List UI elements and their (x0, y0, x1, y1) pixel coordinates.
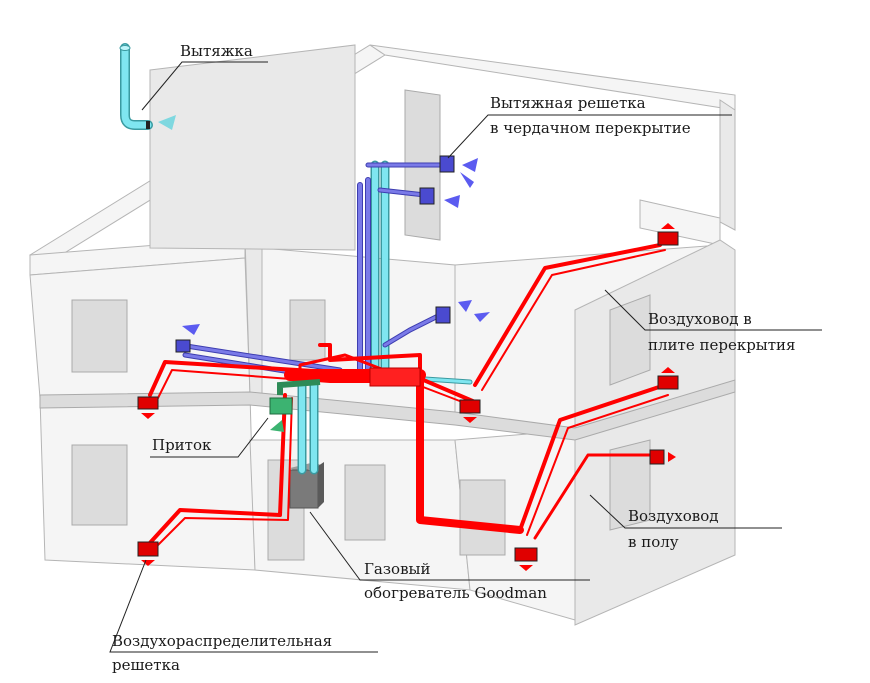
window-lower-left (71, 444, 128, 526)
label-duct-floor-line2: в полу (628, 533, 679, 551)
leader-heater (309, 511, 590, 581)
supply-grille-2 (459, 399, 481, 414)
leader-supply (150, 417, 269, 458)
plenum-box (369, 367, 421, 387)
window-upper-left (71, 299, 128, 373)
supply-grille-5 (649, 449, 665, 465)
exhaust-grille-1 (439, 155, 455, 173)
label-duct-slab-line2: плите перекрытия (648, 336, 796, 354)
exhaust-arrow-3 (444, 195, 460, 208)
exhaust-arrow-1 (462, 158, 478, 172)
upper-left-wall-face (29, 257, 251, 399)
supply-grille-4 (657, 375, 679, 390)
window-lower-mid (344, 464, 386, 541)
exhaust-grille-3 (435, 306, 451, 324)
upper-right-wall (719, 99, 736, 231)
window-lower-right (609, 439, 651, 531)
leader-exhaust (141, 61, 268, 111)
exhaust-grille-4 (175, 339, 191, 353)
leader-exhaust-grille (447, 114, 732, 159)
label-heater-line1: Газовый (364, 560, 430, 578)
upper-right-tower-front (639, 199, 721, 246)
supply-arrows (141, 223, 676, 571)
supply-grille-6 (514, 547, 538, 562)
exhaust-arrows (182, 158, 490, 335)
supply-grille-1 (137, 396, 159, 410)
label-heater-line2: обогреватель Goodman (364, 584, 547, 602)
label-duct-floor-line1: Воздуховод (628, 507, 719, 525)
supply-grilles (137, 231, 679, 562)
window-lower-center (459, 479, 506, 556)
exhaust-grilles (175, 155, 455, 353)
window-upper-mid (289, 299, 326, 361)
exhaust-arrow-5 (474, 312, 490, 322)
supply-grille-7 (137, 541, 159, 557)
fresh-air-pipes (119, 43, 473, 475)
label-exhaust: Вытяжка (180, 42, 253, 60)
leader-lines (109, 61, 822, 653)
exhaust-grille-2 (419, 187, 435, 205)
exhaust-arrow-4 (458, 300, 472, 312)
leader-diffuser (109, 559, 378, 653)
label-supply: Приток (152, 436, 212, 454)
exhaust-arrow-2 (460, 172, 474, 188)
leader-duct-slab (604, 289, 822, 331)
label-exhaust-grille-line2: в чердачном перекрытие (490, 119, 691, 137)
gas-heater (289, 462, 324, 509)
label-diffuser-line2: решетка (112, 656, 180, 674)
supply-inlet (269, 379, 321, 432)
exhaust-arrow-6 (182, 324, 200, 335)
labels: Вытяжка Вытяжная решетка в чердачном пер… (112, 42, 796, 674)
leader-duct-floor (589, 494, 782, 529)
floor-slab (39, 379, 736, 441)
back-inner-wall (149, 44, 356, 251)
label-duct-slab-line1: Воздуховод в (648, 310, 752, 328)
window-upper-right (609, 294, 651, 386)
label-diffuser-line1: Воздухораспределительная (112, 632, 332, 650)
supply-grille-3 (657, 231, 679, 246)
label-exhaust-grille-line1: Вытяжная решетка (490, 94, 646, 112)
fresh-air-arrow (158, 115, 176, 130)
